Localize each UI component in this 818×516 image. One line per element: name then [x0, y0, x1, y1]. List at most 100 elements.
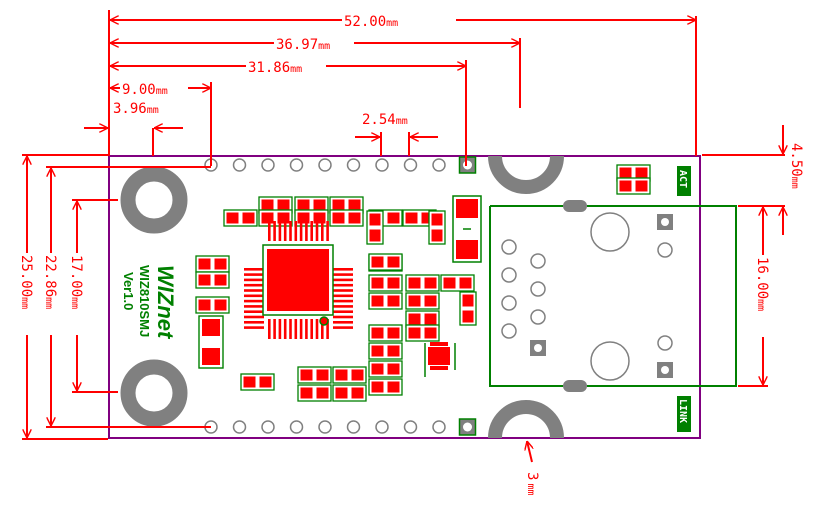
mounting-hole-top: [120, 166, 188, 234]
qfp-lead: [333, 289, 353, 292]
qfp-lead: [244, 294, 264, 298]
qfp-lead: [310, 221, 313, 241]
smd-component: [368, 378, 403, 396]
header-pin: [318, 420, 332, 434]
qfp-lead: [244, 283, 264, 287]
qfp-lead: [244, 326, 264, 329]
qfp-lead: [278, 221, 282, 241]
pin1-marker: [319, 316, 329, 326]
label-22-86: 22.86mm: [42, 255, 58, 309]
smd-component: [366, 210, 384, 245]
header-pin: [375, 420, 389, 434]
qfp-lead: [333, 299, 353, 303]
qfp-lead: [333, 326, 353, 329]
smd-component: [368, 292, 403, 310]
qfp-lead: [333, 315, 353, 319]
qfp-lead: [305, 221, 308, 241]
qfp-lead: [289, 319, 292, 339]
smd-component: [240, 373, 275, 391]
qfp-lead: [333, 310, 353, 313]
qfp-lead: [333, 273, 353, 276]
qfp-lead: [289, 221, 292, 241]
qfp-lead: [278, 319, 282, 339]
qfp-lead: [326, 221, 329, 241]
header-pin: [318, 158, 332, 172]
qfp-lead: [244, 299, 264, 303]
header-pin: [289, 420, 304, 434]
smd-component: [368, 360, 403, 378]
smd-component: [368, 324, 403, 342]
smd-component: [405, 292, 440, 310]
qfp-lead: [299, 221, 303, 241]
qfp-lead: [283, 221, 287, 241]
qfp-lead: [244, 273, 264, 276]
svg-text:9.00mm: 9.00mm: [122, 82, 168, 98]
qfp-lead: [321, 319, 324, 339]
qfp-lead: [244, 268, 264, 271]
rj45-pin: [501, 267, 517, 283]
qfp-lead: [333, 294, 353, 298]
smd-component: [195, 255, 230, 273]
rj45-locating-hole-bottom: [590, 341, 630, 381]
qfp-lead: [321, 221, 324, 241]
qfp-lead: [333, 278, 353, 282]
qfp-lead: [333, 268, 353, 271]
qfp-lead: [244, 289, 264, 292]
qfp-lead: [326, 319, 329, 339]
label-25: 25.00mm: [18, 255, 34, 309]
qfp-lead: [283, 319, 287, 339]
header-pin: [346, 420, 361, 434]
model-label: WIZ810SMJ: [137, 265, 152, 337]
smd-component: [405, 324, 440, 342]
label-17: 17.00mm: [68, 255, 84, 309]
header-pin: [261, 420, 275, 434]
label-3: 3mm: [524, 472, 540, 495]
notch-bottom: [488, 400, 564, 439]
rj45-slot-top: [563, 200, 587, 212]
rj45-slot-bottom: [563, 380, 587, 392]
header-pin: [432, 420, 446, 434]
smd-component: [332, 384, 367, 402]
header-pin: [289, 158, 304, 172]
header-pin: [346, 158, 361, 172]
qfp-lead: [273, 221, 276, 241]
smd-component: [332, 366, 367, 384]
qfp-lead: [294, 221, 298, 241]
smd-component: [294, 196, 329, 214]
mounting-holes: [120, 166, 188, 427]
svg-text:36.97mm: 36.97mm: [276, 37, 330, 53]
smd-component: [428, 210, 446, 245]
smd-components: [195, 164, 651, 402]
header-pins: [204, 156, 477, 436]
mounting-hole-bottom: [120, 359, 188, 427]
led-act-label: ACT: [677, 170, 688, 188]
qfp-lead: [244, 305, 264, 308]
smd-component: [616, 177, 651, 195]
qfp-lead: [268, 319, 271, 339]
label-16: 16.00mm: [754, 257, 770, 311]
smd-component: [405, 274, 440, 292]
qfp-lead: [315, 319, 319, 339]
label-52: 52.00mm: [342, 12, 456, 30]
tantalum-capacitor: [198, 315, 224, 369]
label-2-54: 2.54mm: [362, 112, 408, 128]
smd-component: [258, 196, 293, 214]
rj45-pin: [530, 281, 546, 297]
smd-component: [195, 296, 230, 314]
qfp-lead: [310, 319, 313, 339]
qfp-lead: [333, 283, 353, 287]
header-pin: [232, 158, 247, 172]
rj45-locating-hole-top: [590, 212, 630, 252]
smd-component: [297, 384, 332, 402]
qfp-lead: [244, 310, 264, 313]
label-9: 9.00mm: [120, 80, 188, 98]
silkscreen: WIZnet WIZ810SMJ Ver1.0 ACT LINK: [121, 166, 691, 432]
header-pin: [232, 420, 247, 434]
header-pin: [403, 158, 418, 172]
led-link-label: LINK: [677, 399, 688, 423]
electrolytic-capacitor: [452, 195, 482, 263]
qfp-lead: [244, 321, 264, 324]
qfp-lead: [333, 305, 353, 308]
smd-component: [368, 342, 403, 360]
